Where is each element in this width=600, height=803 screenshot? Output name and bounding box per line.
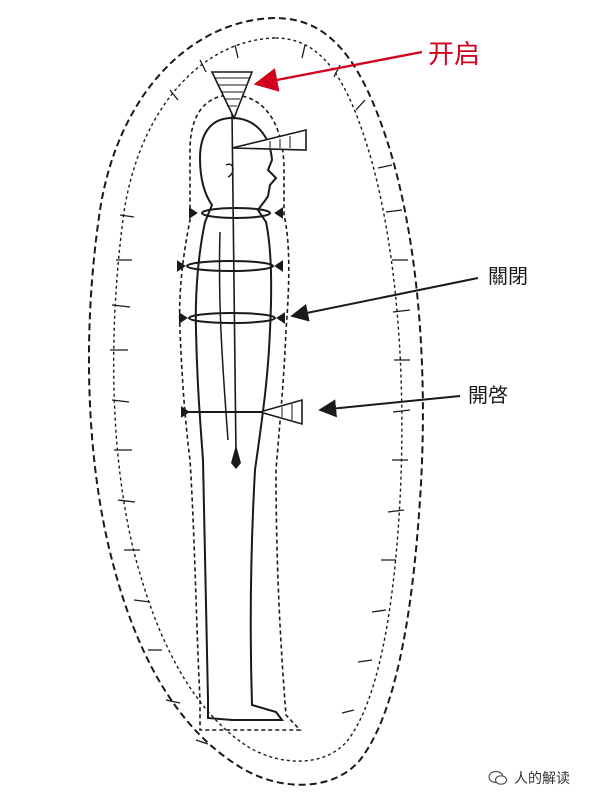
- crown-cone-hatch: [215, 77, 249, 107]
- chakra-ring-throat: [189, 207, 283, 219]
- open-lower-arrow: [318, 395, 461, 418]
- wechat-icon: [488, 770, 508, 785]
- chakra-ring-solar: [179, 312, 285, 324]
- inner-aura: [178, 94, 302, 731]
- outer-aura: [87, 16, 424, 786]
- root-drop: [231, 445, 241, 469]
- central-channel: [231, 111, 237, 456]
- open-top-arrow: [253, 50, 423, 92]
- sacral-cone-hatch: [281, 404, 293, 420]
- label-open-top: 开启: [428, 40, 480, 70]
- chakra-ring-heart: [177, 260, 283, 272]
- arm-line: [218, 231, 229, 441]
- brow-cone-hatch: [269, 136, 291, 148]
- crown-cone: [210, 71, 254, 121]
- label-closed: 關閉: [488, 264, 528, 288]
- closed-arrow: [290, 277, 479, 322]
- label-open-lower: 開啓: [468, 383, 508, 407]
- watermark-text: 人的解读: [514, 771, 570, 787]
- sacral-cone: [257, 398, 303, 426]
- watermark: 人的解读: [488, 766, 570, 790]
- brow-cone: [231, 128, 307, 151]
